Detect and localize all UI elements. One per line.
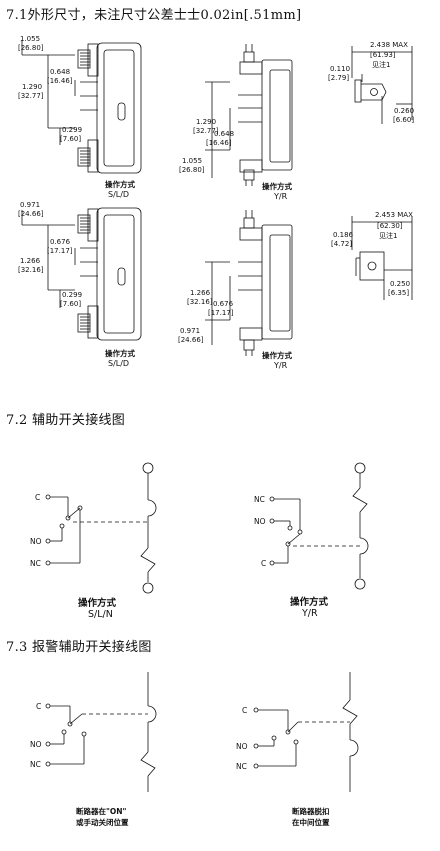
dim-f-0250: 0.250	[390, 280, 410, 288]
dim-e-1717: [17.17]	[208, 309, 234, 317]
caption-sln-op: 操作方式	[78, 597, 117, 609]
caption-e-yr: Y/R	[273, 361, 288, 370]
dim-a-3277: [32.77]	[18, 92, 44, 100]
wiring-sln	[45, 462, 157, 594]
section-7-1-heading: 7.1外形尺寸，未注尺寸公差士士0.02in[.51mm]	[6, 8, 302, 23]
dim-a-1055: 1.055	[20, 35, 40, 43]
alarm-on-c-label: C	[36, 702, 41, 711]
dim-a-0648: 0.648	[50, 68, 70, 76]
caption-yr-op: 操作方式	[290, 596, 329, 608]
view-b-yr	[205, 44, 293, 186]
dim-c-279: [2.79]	[328, 74, 349, 82]
sln-c-label: C	[35, 493, 40, 502]
section-7-2-heading: 7.2 辅助开关接线图	[6, 413, 126, 428]
yr-no-label: NO	[254, 517, 266, 526]
caption-b-yr: Y/R	[273, 192, 288, 201]
sln-nc-label: NC	[30, 559, 41, 568]
wiring-yr	[269, 462, 369, 590]
caption-d-sld: S/L/D	[108, 359, 129, 368]
dim-e-2466: [24.66]	[178, 336, 204, 344]
caption-tripped: 断路器脱扣	[292, 806, 330, 816]
view-d-sld	[21, 207, 142, 341]
yr-nc-label: NC	[254, 495, 265, 504]
section-7-3-heading: 7.3 报警辅助开关接线图	[6, 640, 152, 655]
dim-c-0260: 0.260	[394, 107, 414, 115]
caption-d-op: 操作方式	[105, 348, 135, 358]
dim-a-760: [7.60]	[60, 135, 81, 143]
dim-c-0110: 0.110	[330, 65, 350, 73]
alarm-on-no-label: NO	[30, 740, 42, 749]
dim-f-note: 见注1	[379, 231, 397, 240]
dim-f-6230: [62.30]	[377, 222, 403, 230]
dim-d-1717: [17.17]	[47, 247, 73, 255]
dim-d-1266: 1.266	[20, 257, 41, 265]
caption-b-op: 操作方式	[262, 181, 292, 191]
dim-e-3216: [32.16]	[187, 298, 213, 306]
yr-c-label: C	[261, 559, 266, 568]
dim-a-2680: [26.80]	[18, 44, 44, 52]
dim-d-0299: 0.299	[62, 291, 82, 299]
caption-e-op: 操作方式	[262, 350, 292, 360]
dim-f-635: [6.35]	[388, 289, 409, 297]
dim-f-0186: 0.186	[333, 231, 354, 239]
dim-d-3216: [32.16]	[18, 266, 44, 274]
view-e-yr	[205, 210, 293, 356]
caption-sln: S/L/N	[88, 609, 113, 620]
alarm-trip-no-label: NO	[236, 742, 248, 751]
dim-a-1646: [16.46]	[47, 77, 73, 85]
alarm-wiring-tripped	[253, 672, 359, 792]
sln-no-label: NO	[30, 537, 42, 546]
caption-yr: Y/R	[301, 608, 318, 619]
dim-f-472: [4.72]	[331, 240, 352, 248]
view-a-sld	[21, 40, 142, 174]
alarm-wiring-on	[45, 672, 157, 792]
caption-manual-off: 或手动关闭位置	[76, 817, 129, 827]
dim-b-1290: 1.290	[196, 118, 216, 126]
dim-d-0971: 0.971	[20, 201, 40, 209]
dim-d-2466: [24.66]	[18, 210, 44, 218]
dim-c-660: [6.60]	[393, 116, 414, 124]
dim-b-1646: [16.46]	[206, 139, 232, 147]
dim-b-3277: [32.77]	[193, 127, 219, 135]
dim-b-0648: 0.648	[214, 130, 234, 138]
dim-c-6193: [61.93]	[370, 51, 396, 59]
alarm-trip-nc-label: NC	[236, 762, 247, 771]
dim-e-1266: 1.266	[190, 289, 211, 297]
dim-d-0676: 0.676	[50, 238, 71, 246]
view-c-side	[351, 46, 413, 124]
dim-f-2453: 2.453 MAX	[375, 211, 413, 219]
dim-d-760: [7.60]	[60, 300, 81, 308]
alarm-trip-c-label: C	[242, 706, 247, 715]
dim-c-2438: 2.438 MAX	[370, 41, 408, 49]
view-f-side	[351, 216, 413, 300]
dim-a-0299: 0.299	[62, 126, 82, 134]
caption-on-pos: 断路器在"ON"	[76, 806, 127, 816]
dim-b-2680: [26.80]	[179, 166, 205, 174]
caption-a-op: 操作方式	[105, 179, 135, 189]
caption-a-sld: S/L/D	[108, 190, 129, 199]
dim-e-0676: 0.676	[213, 300, 234, 308]
dim-a-1290: 1.290	[22, 83, 42, 91]
alarm-on-nc-label: NC	[30, 760, 41, 769]
dim-b-1055: 1.055	[182, 157, 202, 165]
caption-mid-pos: 在中间位置	[292, 817, 330, 827]
dim-e-0971: 0.971	[180, 327, 200, 335]
dim-c-note: 见注1	[372, 60, 390, 69]
